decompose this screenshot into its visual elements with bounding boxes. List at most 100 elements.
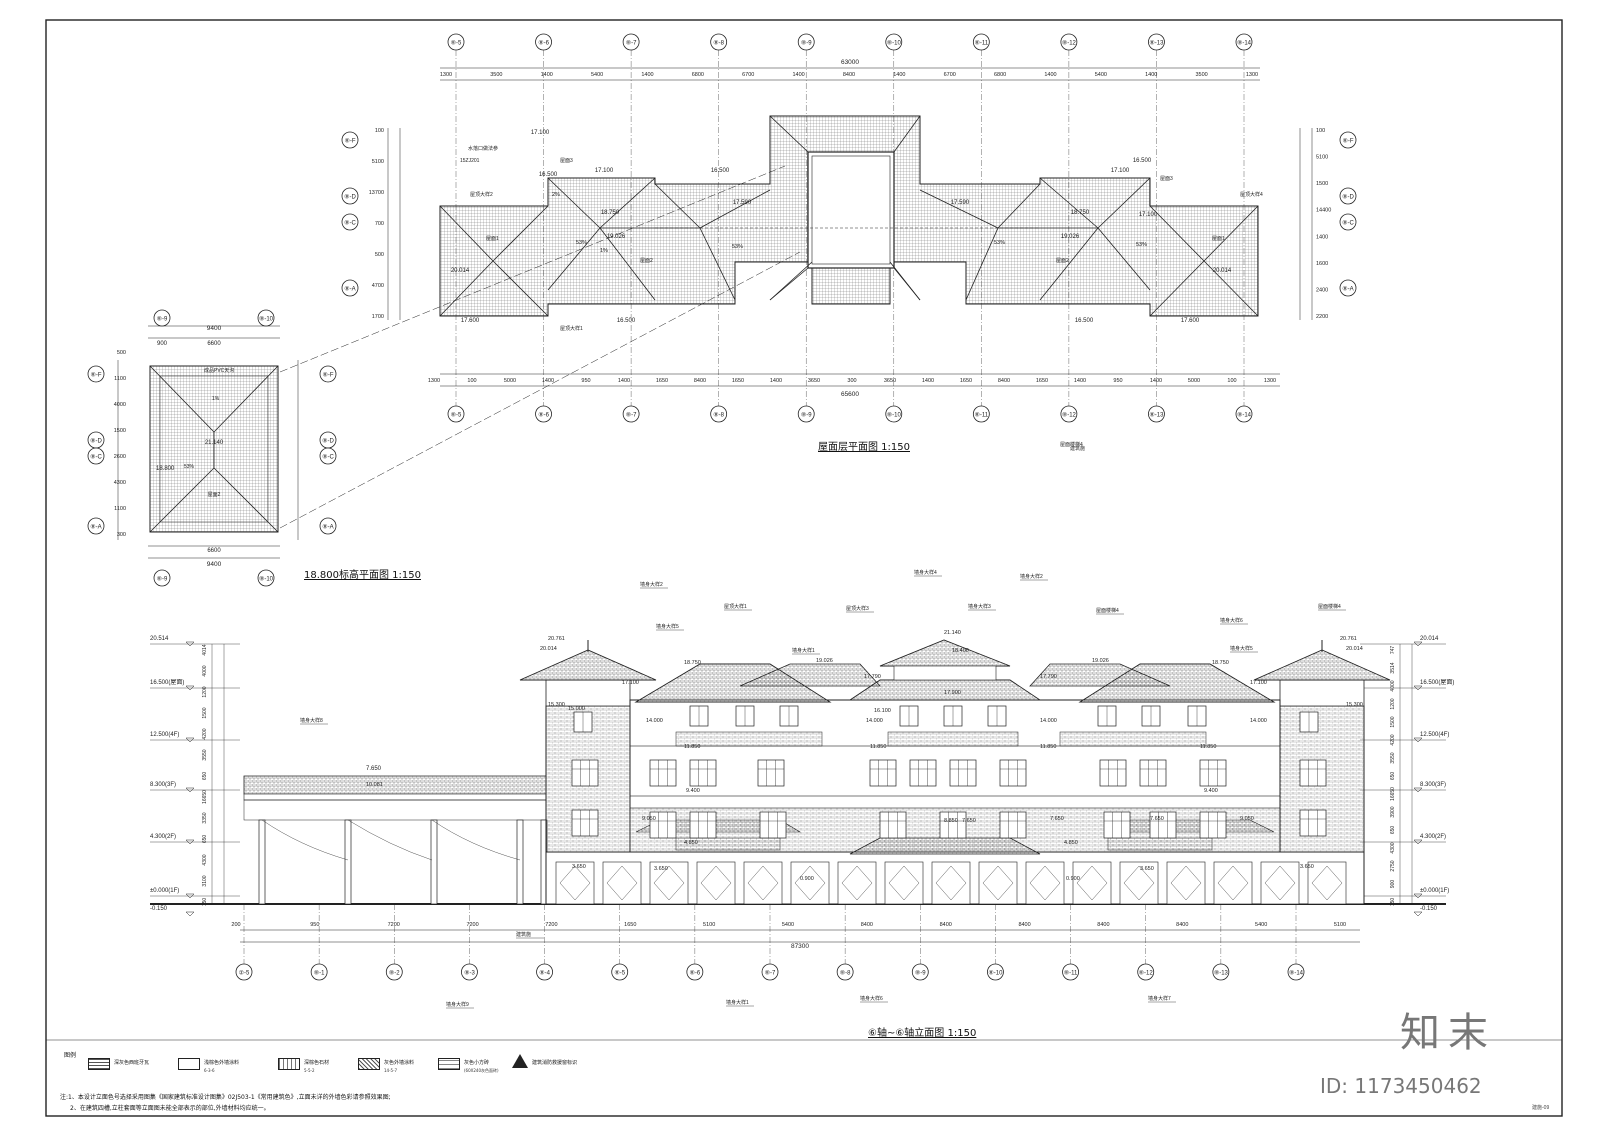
svg-text:墙身大样9: 墙身大样9 bbox=[446, 1001, 469, 1008]
legend-swatch-2 bbox=[278, 1058, 300, 1070]
elev-dim-8: 8400 bbox=[861, 922, 873, 928]
svg-text:屋顶大样3: 屋顶大样3 bbox=[846, 605, 869, 612]
axis-label: ⑧-F bbox=[90, 371, 101, 378]
svg-text:墙身大样7: 墙身大样7 bbox=[1148, 995, 1171, 1002]
elev-callout-15: 墙身大样1 bbox=[726, 999, 754, 1007]
walk-level: 7.650 bbox=[366, 766, 382, 772]
axis-label: ⑧-13 bbox=[1149, 411, 1164, 418]
axis-label: ⑧-10 bbox=[259, 315, 274, 322]
elev-height-24: 11.850 bbox=[870, 744, 886, 750]
roof-level-3: 16.500 bbox=[711, 168, 730, 174]
roof-axis-bottom-0: ⑧-5 bbox=[447, 405, 465, 423]
small-axis-right-3: ⑧-A bbox=[319, 517, 337, 535]
roof-side-axis-left-2: ⑧-C bbox=[341, 213, 359, 231]
legend-label-4: 灰色小方砖 bbox=[464, 1060, 490, 1066]
fire-rescue-icon bbox=[512, 1054, 528, 1068]
roof-level-16: 17.100 bbox=[1139, 212, 1158, 218]
roof-top-dim-8: 8400 bbox=[843, 72, 855, 78]
elev-height-34: 7.650 bbox=[962, 818, 976, 824]
elev-dim-7: 5400 bbox=[782, 922, 794, 928]
roof-bottom-total: 65600 bbox=[841, 391, 859, 398]
roof-bottom-dim-10: 3650 bbox=[808, 378, 820, 384]
roof-side-dim-right-4: 1400 bbox=[1316, 234, 1328, 240]
elev-right-dim-11: 4300 bbox=[1390, 842, 1396, 853]
elev-dim-1: 950 bbox=[310, 922, 319, 928]
right-inner-roof bbox=[1029, 663, 1171, 687]
axis-label: ⑧-A bbox=[90, 523, 101, 530]
axis-label: ⑧-8 bbox=[840, 969, 851, 976]
elev-height-26: 11.850 bbox=[1200, 744, 1216, 750]
axis-label: ⑧-A bbox=[1342, 285, 1353, 292]
window-4 bbox=[909, 759, 937, 787]
elev-right-dim-0: 747 bbox=[1390, 646, 1396, 655]
elev-left-dim-7: 16650 bbox=[202, 790, 208, 804]
small-level-top: 21.140 bbox=[205, 440, 224, 446]
roof-slope-3: 53% bbox=[1136, 242, 1147, 248]
elev-left-dim-1: 4000 bbox=[202, 665, 208, 676]
svg-text:墙身大样1: 墙身大样1 bbox=[726, 999, 749, 1006]
small-axis-left-1: ⑧-D bbox=[87, 431, 105, 449]
elev-callout-7: 墙身大样3 bbox=[968, 603, 996, 611]
roof-level-8: 17.600 bbox=[461, 318, 480, 324]
roof-label-8: 屋顶大样4 bbox=[1240, 191, 1263, 198]
roof-label-10: 屋顶大样1 bbox=[560, 325, 583, 332]
roof-level-11: 17.590 bbox=[951, 200, 970, 206]
roof-axis-bottom-9: ⑧-14 bbox=[1235, 405, 1253, 423]
roof-top-dim-12: 1400 bbox=[1044, 72, 1056, 78]
legend-label-1: 浅棕色外墙涂料 bbox=[204, 1060, 240, 1066]
roof-slope-4: 2% bbox=[552, 192, 560, 198]
upper-window-3 bbox=[899, 705, 919, 727]
elev-dim-5: 1650 bbox=[624, 922, 636, 928]
shop-bay-10 bbox=[1025, 861, 1065, 905]
roof-bottom-dim-13: 1400 bbox=[922, 378, 934, 384]
elev-height-44: 0.900 bbox=[1066, 876, 1080, 882]
svg-text:墙身大样8: 墙身大样8 bbox=[300, 717, 323, 724]
window-18 bbox=[999, 811, 1027, 839]
shop-bay-14 bbox=[1213, 861, 1253, 905]
shop-bay-15 bbox=[1260, 861, 1300, 905]
svg-text:墙身大样6: 墙身大样6 bbox=[860, 995, 883, 1002]
left-tower-roof bbox=[519, 649, 657, 681]
shop-bay-0 bbox=[555, 861, 595, 905]
small-side-dim-6: 1100 bbox=[114, 506, 126, 512]
roof-top-total: 63000 bbox=[841, 59, 859, 66]
roof-label-3: 屋面1 bbox=[486, 236, 499, 242]
window-0 bbox=[649, 759, 677, 787]
elev-dim-14: 5100 bbox=[1334, 922, 1346, 928]
elev-left-level-3: 8.300(3F) bbox=[150, 782, 176, 788]
shop-bay-1 bbox=[602, 861, 642, 905]
axis-label: ②-5 bbox=[239, 969, 250, 976]
roof-side-axis-right-0: ⑧-F bbox=[1339, 131, 1357, 149]
elev-axis-8: ⑧-8 bbox=[836, 963, 854, 981]
axis-label: ⑧-8 bbox=[713, 39, 724, 46]
elev-dim-11: 8400 bbox=[1097, 922, 1109, 928]
elev-dim-13: 5400 bbox=[1255, 922, 1267, 928]
roof-bottom-dim-6: 1650 bbox=[656, 378, 668, 384]
axis-label: ⑧-9 bbox=[157, 315, 168, 322]
roof-label-5: 屋面2 bbox=[1056, 258, 1069, 264]
elev-callout-13: 墙身大样7 bbox=[1148, 995, 1176, 1003]
window-19 bbox=[571, 759, 599, 787]
elev-right-dim-13: 900 bbox=[1390, 880, 1396, 889]
axis-label: ⑧-C bbox=[322, 453, 334, 460]
elev-height-3: 19.026 bbox=[816, 658, 833, 664]
walk-column-0 bbox=[258, 819, 266, 905]
roof-level-18: 17.600 bbox=[1181, 318, 1200, 324]
axis-label: ⑧-5 bbox=[614, 969, 625, 976]
roof-bottom-dim-18: 950 bbox=[1113, 378, 1122, 384]
window-2 bbox=[757, 759, 785, 787]
shop-bay-4 bbox=[743, 861, 783, 905]
covered-walk-roof bbox=[243, 775, 547, 795]
elev-height-43: 0.900 bbox=[800, 876, 814, 882]
small-edge-top: 900 bbox=[157, 341, 168, 347]
upper-window-0 bbox=[689, 705, 709, 727]
elev-callout-12: 墙身大样5 bbox=[1230, 645, 1258, 653]
elev-left-dim-6: 650 bbox=[202, 772, 208, 781]
elev-height-8: 20.761 bbox=[1340, 636, 1357, 642]
roof-top-dim-6: 6700 bbox=[742, 72, 754, 78]
elev-dim-0: 200 bbox=[231, 922, 240, 928]
shop-bay-6 bbox=[837, 861, 877, 905]
window-1 bbox=[689, 759, 717, 787]
elev-left-dim-0: 4014 bbox=[202, 644, 208, 655]
elev-dim-6: 5100 bbox=[703, 922, 715, 928]
